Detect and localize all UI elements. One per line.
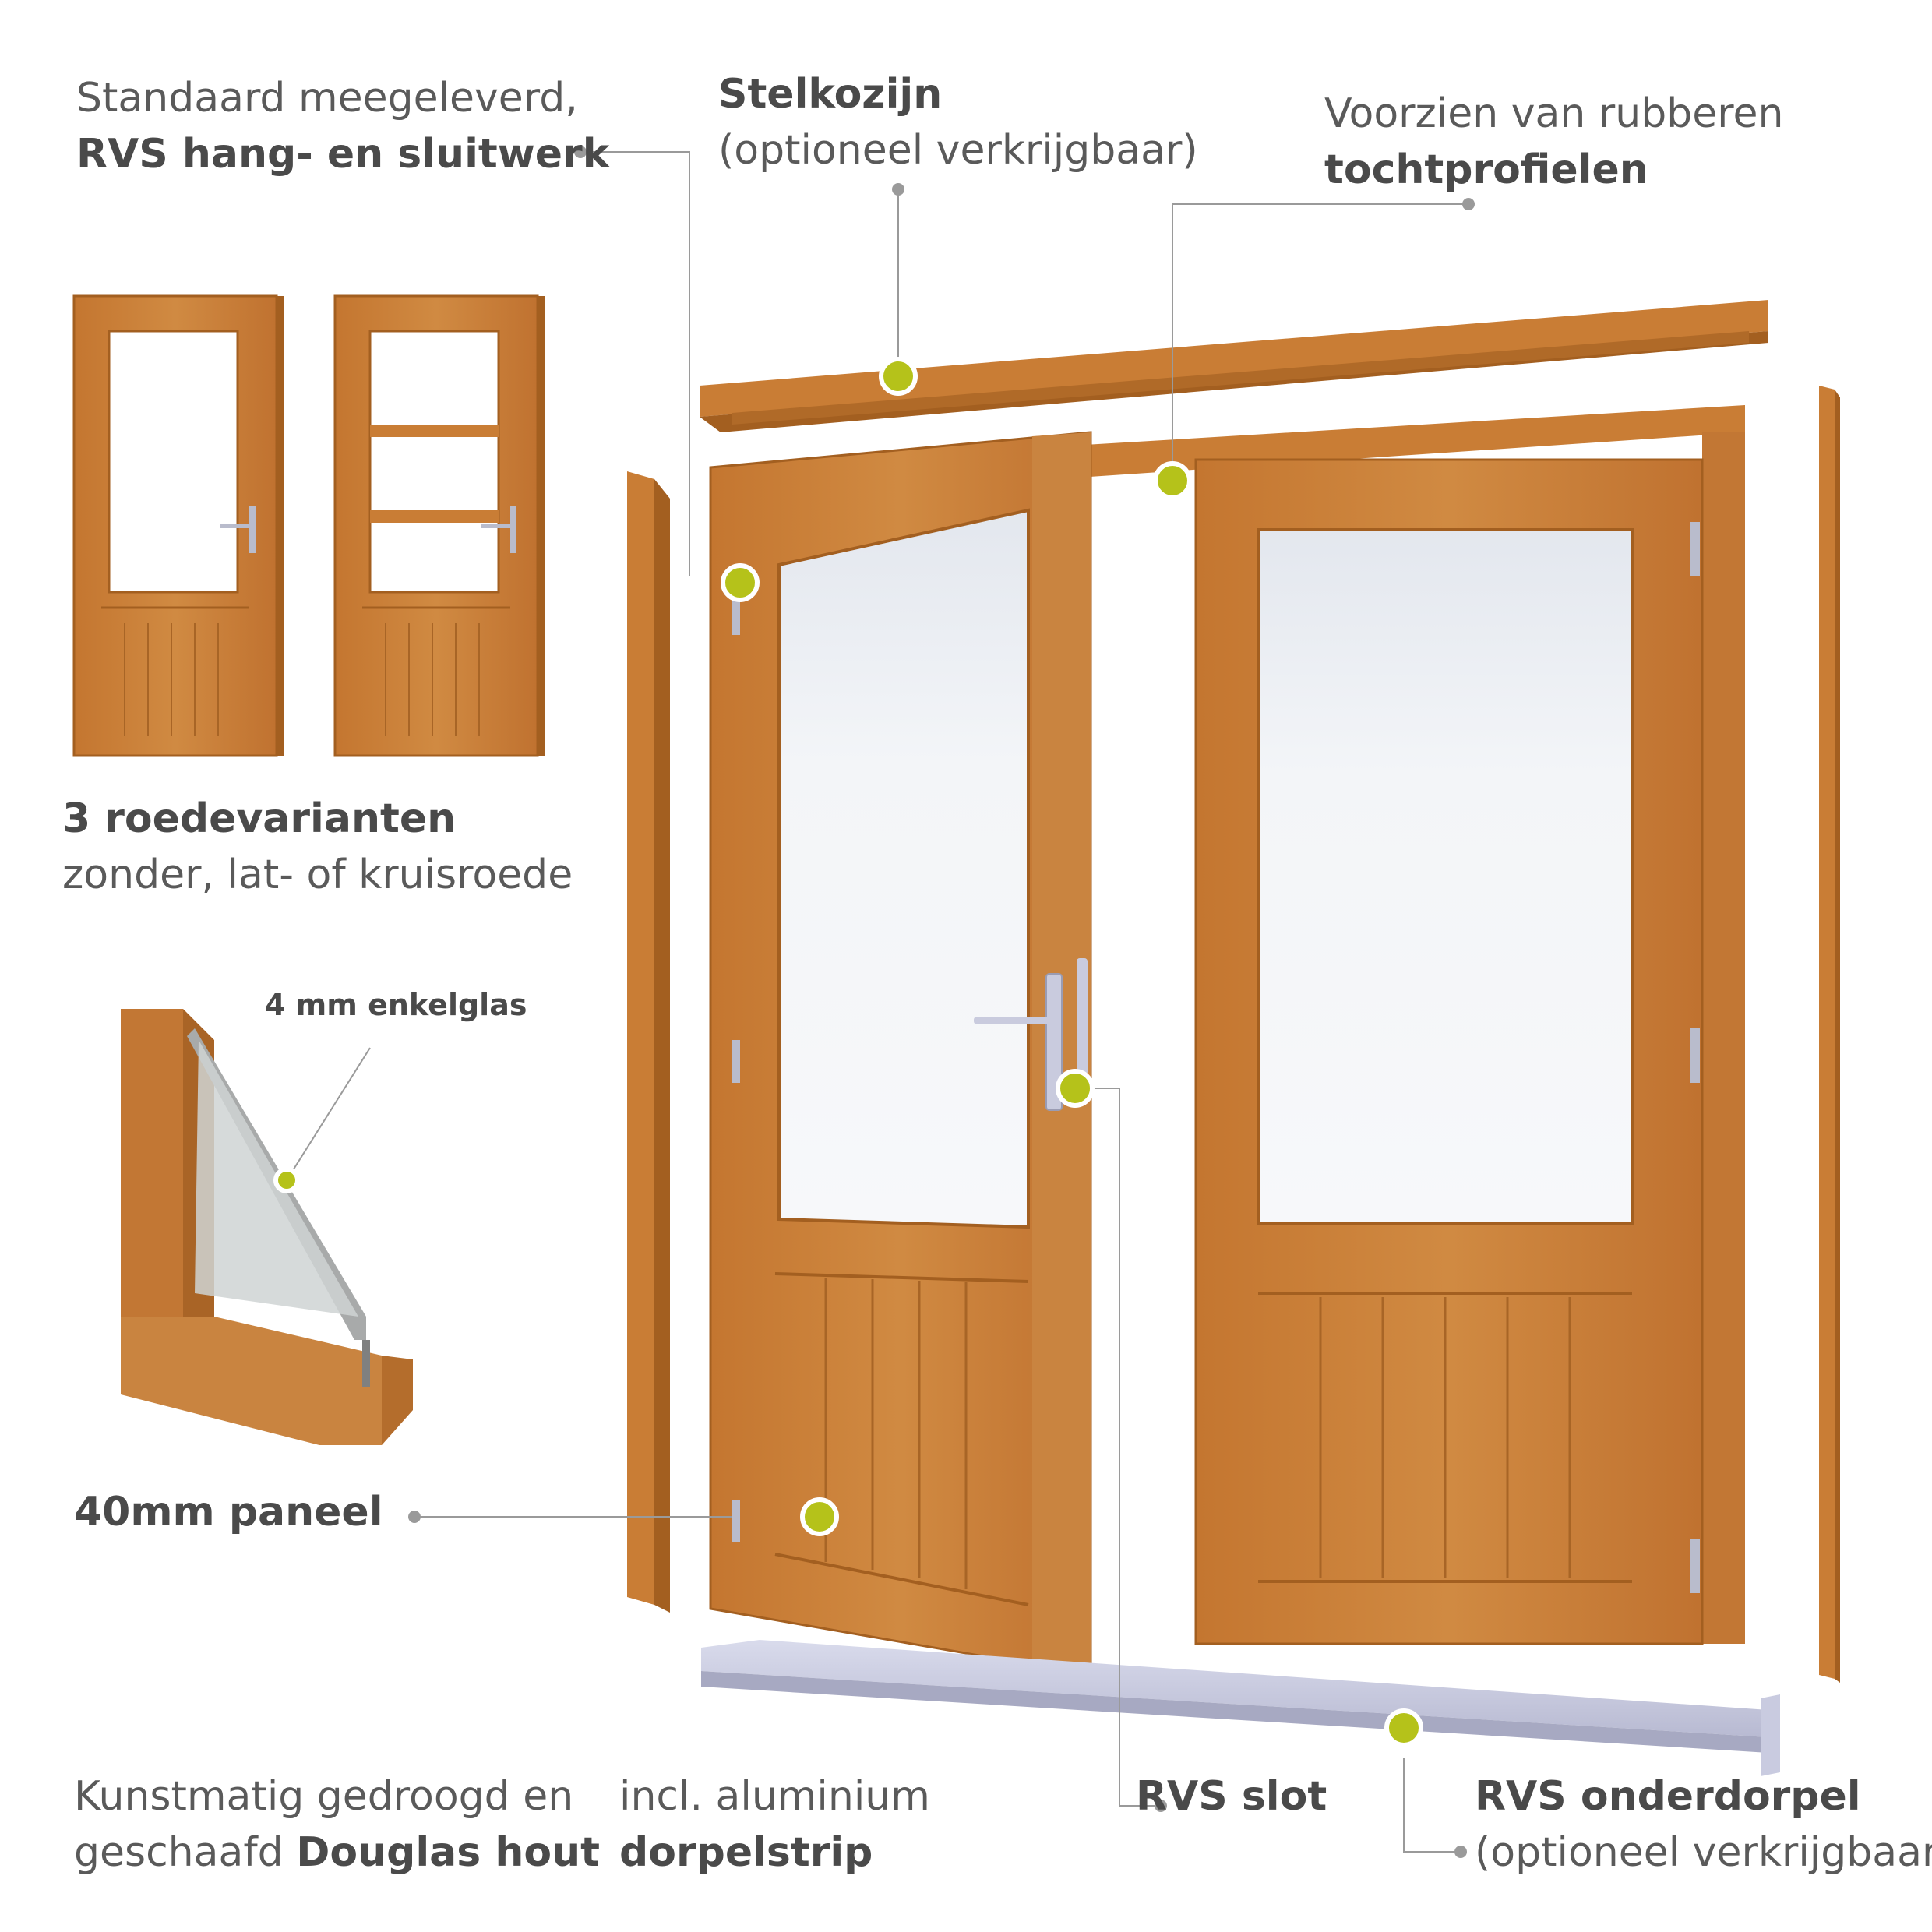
callout-douglas-line2-bold: Douglas hout <box>296 1829 600 1876</box>
callout-enkelglas: 4 mm enkelglas <box>265 988 527 1022</box>
callout-dorpelstrip: incl. aluminium dorpelstrip <box>619 1768 930 1881</box>
callout-paneel: 40mm paneel <box>74 1489 383 1535</box>
callout-dorpelstrip-line1: incl. aluminium <box>619 1773 930 1820</box>
callout-douglas: Kunstmatig gedroogd en geschaafd Douglas… <box>74 1768 600 1881</box>
callout-roedevarianten: 3 roedevarianten zonder, lat- of kruisro… <box>62 791 573 903</box>
callout-hang-sluitwerk-line1: Standaard meegeleverd, <box>76 75 578 122</box>
marker-enkelglas <box>273 1167 300 1193</box>
callout-hang-sluitwerk-line2: RVS hang- en sluitwerk <box>76 131 610 178</box>
leader-end-dots <box>408 146 1475 1858</box>
marker-tochtprofielen <box>1153 461 1192 500</box>
marker-stelkozijn <box>879 357 918 396</box>
callout-tochtprofielen-line1: Voorzien van rubberen <box>1324 90 1784 137</box>
profile-cross-section <box>121 1009 413 1445</box>
callout-tochtprofielen-line2: tochtprofielen <box>1324 146 1648 193</box>
marker-paneel <box>800 1497 839 1536</box>
thumbnail-door-plain <box>72 294 284 757</box>
thumbnail-door-latroede <box>333 294 545 757</box>
callout-dorpelstrip-line2: dorpelstrip <box>619 1829 873 1876</box>
callout-roedevarianten-sub: zonder, lat- of kruisroede <box>62 851 573 898</box>
callout-markers <box>273 357 1423 1747</box>
callout-stelkozijn: Stelkozijn (optioneel verkrijgbaar) <box>718 66 1198 178</box>
callout-douglas-line2-prefix: geschaafd <box>74 1829 297 1876</box>
callout-stelkozijn-sub: (optioneel verkrijgbaar) <box>718 127 1198 174</box>
leader-lines <box>286 151 1468 1853</box>
callout-stelkozijn-title: Stelkozijn <box>718 71 943 118</box>
marker-hang-sluitwerk <box>721 563 760 602</box>
stelkozijn-left-post <box>627 471 670 1613</box>
callout-roedevarianten-title: 3 roedevarianten <box>62 795 457 842</box>
callout-onderdorpel: RVS onderdorpel (optioneel verkrijgbaar) <box>1475 1768 1932 1881</box>
callout-douglas-line1: Kunstmatig gedroogd en <box>74 1773 574 1820</box>
callout-hang-sluitwerk: Standaard meegeleverd, RVS hang- en slui… <box>76 70 609 182</box>
left-door-leaf <box>709 431 1092 1676</box>
stelkozijn-right-post <box>1819 386 1840 1683</box>
right-door-leaf <box>1194 458 1704 1645</box>
marker-slot <box>1056 1069 1095 1108</box>
marker-onderdorpel <box>1384 1708 1423 1747</box>
stelkozijn-top-beam <box>700 300 1768 432</box>
callout-tochtprofielen: Voorzien van rubberen tochtprofielen <box>1324 86 1783 198</box>
aluminium-threshold <box>701 1640 1780 1776</box>
callout-onderdorpel-title: RVS onderdorpel <box>1475 1773 1861 1820</box>
callout-slot: RVS slot <box>1136 1773 1327 1820</box>
callout-onderdorpel-sub: (optioneel verkrijgbaar) <box>1475 1829 1932 1876</box>
